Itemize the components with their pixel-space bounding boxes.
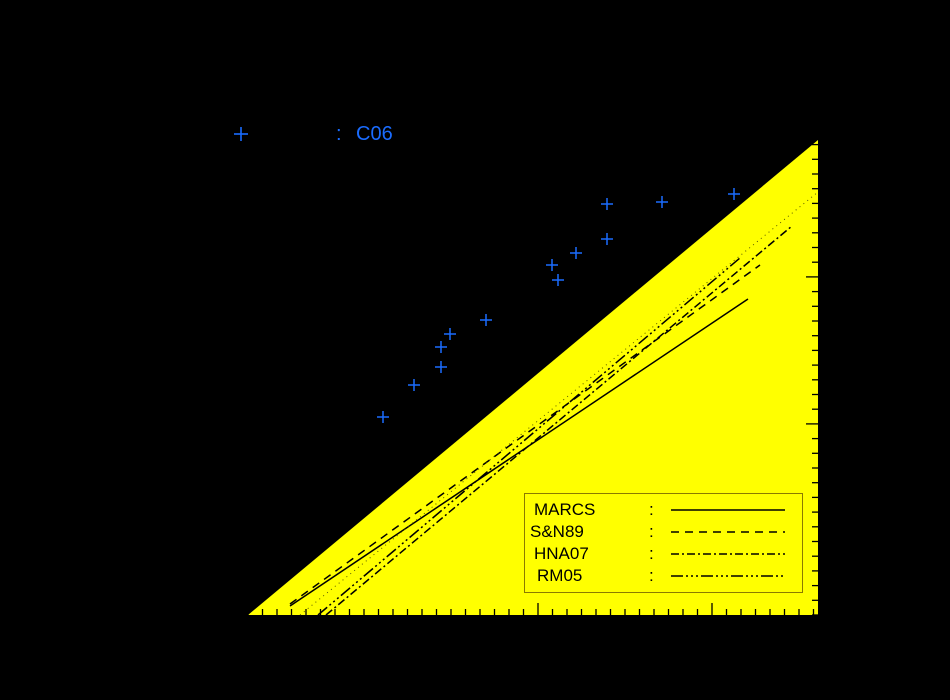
legend-entry-rm05: RM05 : <box>525 566 802 588</box>
plus-marker-icon <box>728 188 740 200</box>
line-s-n89 <box>289 264 761 605</box>
legend-label: MARCS <box>534 500 596 519</box>
legend-colon: : <box>649 566 654 585</box>
point-legend: : C06 <box>232 120 432 148</box>
point-legend-label: C06 <box>356 123 393 145</box>
plus-marker-icon <box>435 341 447 353</box>
legend-label: RM05 <box>537 566 583 585</box>
line-hna07 <box>325 225 793 616</box>
data-points-c06 <box>377 188 740 423</box>
plus-marker-icon <box>234 127 248 141</box>
solid-line-swatch-icon <box>671 509 785 511</box>
dash-dot-line-swatch-icon <box>671 553 785 555</box>
plus-marker-icon <box>444 328 456 340</box>
y-axis-ticks <box>806 143 818 616</box>
dashed-line-swatch-icon <box>671 531 785 533</box>
legend-label: HNA07 <box>534 544 589 563</box>
x-axis-ticks <box>247 603 815 615</box>
plus-marker-icon <box>601 233 613 245</box>
plus-marker-icon <box>408 379 420 391</box>
plus-marker-icon <box>570 247 582 259</box>
plus-marker-icon <box>377 411 389 423</box>
legend-colon: : <box>649 500 654 519</box>
legend: MARCS : S&N89 : HNA07 : RM05 : <box>524 493 803 593</box>
legend-entry-marcs: MARCS : <box>525 500 802 522</box>
line-rm05 <box>317 257 741 616</box>
model-lines <box>289 191 819 616</box>
legend-entry-sn89: S&N89 : <box>525 522 802 544</box>
line-marcs <box>289 298 749 607</box>
legend-colon: : <box>649 544 654 563</box>
plus-marker-icon <box>480 314 492 326</box>
dash-dot-dot-line-swatch-icon <box>671 575 785 577</box>
legend-label: S&N89 <box>530 522 584 541</box>
plus-marker-icon <box>601 198 613 210</box>
plus-marker-icon <box>435 361 447 373</box>
legend-entry-hna07: HNA07 : <box>525 544 802 566</box>
plus-marker-icon <box>546 259 558 271</box>
legend-colon: : <box>649 522 654 541</box>
plus-marker-icon <box>552 274 564 286</box>
point-legend-colon: : <box>336 123 342 145</box>
plus-marker-icon <box>656 196 668 208</box>
